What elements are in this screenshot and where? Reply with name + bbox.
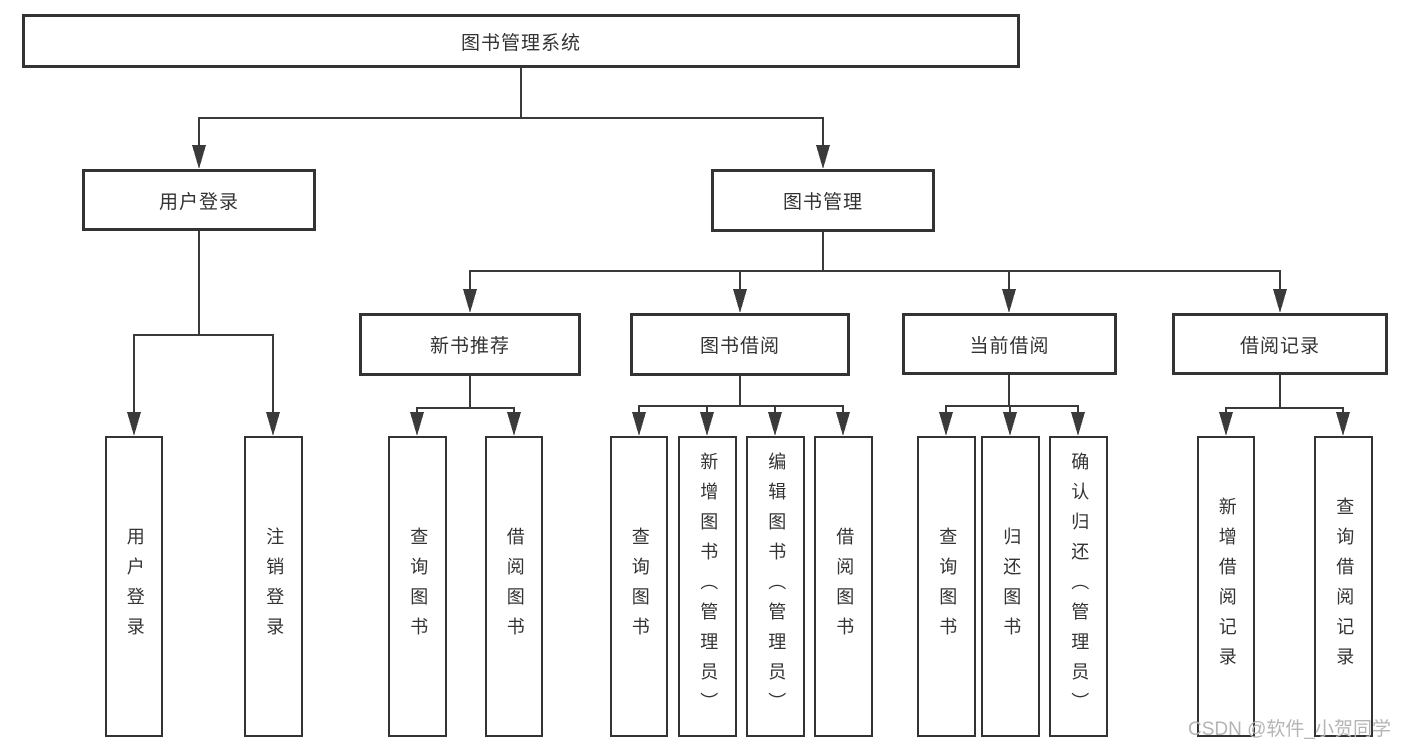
node-book-management: 图书管理 (711, 169, 935, 232)
leaf-newrec-borrow-book: 借阅图书 (485, 436, 543, 737)
leaf-records-add-record: 新增借阅记录 (1197, 436, 1255, 737)
node-current-borrowing: 当前借阅 (902, 313, 1117, 375)
leaf-newrec-query-book: 查询图书 (388, 436, 447, 737)
leaf-borrow-query-book: 查询图书 (610, 436, 668, 737)
leaf-user-login: 用户登录 (105, 436, 163, 737)
node-label: 图书管理 (782, 192, 863, 213)
leaf-label: 新增借阅记录 (1216, 496, 1237, 677)
leaf-label: 查询图书 (408, 526, 429, 647)
leaf-label: 归还图书 (1001, 526, 1022, 647)
leaf-current-query-book: 查询图书 (917, 436, 976, 737)
leaf-label: 查询图书 (937, 526, 958, 647)
leaf-borrow-add-book-admin: 新增图书（管理员） (678, 436, 737, 737)
node-label: 借阅记录 (1239, 335, 1320, 357)
node-label: 当前借阅 (969, 335, 1050, 357)
node-borrowing-records: 借阅记录 (1172, 313, 1388, 375)
leaf-records-query-record: 查询借阅记录 (1314, 436, 1373, 737)
leaf-label: 确认归还（管理员） (1069, 451, 1090, 722)
leaf-label: 查询图书 (629, 526, 650, 647)
leaf-current-confirm-return-admin: 确认归还（管理员） (1049, 436, 1108, 737)
leaf-label: 新增图书（管理员） (698, 451, 719, 722)
leaf-label: 用户登录 (124, 526, 145, 647)
leaf-label: 借阅图书 (504, 526, 525, 647)
node-library-management-system: 图书管理系统 (22, 14, 1020, 68)
node-label: 新书推荐 (429, 336, 510, 357)
leaf-label: 借阅图书 (834, 526, 855, 647)
leaf-label: 编辑图书（管理员） (766, 451, 787, 722)
node-label: 图书管理系统 (460, 32, 581, 54)
leaf-current-return-book: 归还图书 (981, 436, 1040, 737)
leaf-label: 注销登录 (264, 526, 285, 647)
node-label: 图书借阅 (699, 336, 780, 357)
node-new-book-recommendation: 新书推荐 (359, 313, 581, 376)
leaf-label: 查询借阅记录 (1334, 496, 1355, 677)
node-user-login: 用户登录 (82, 169, 316, 231)
leaf-borrow-edit-book-admin: 编辑图书（管理员） (746, 436, 805, 737)
node-label: 用户登录 (158, 191, 239, 213)
leaf-logout: 注销登录 (244, 436, 303, 737)
node-book-borrowing: 图书借阅 (630, 313, 850, 376)
leaf-borrow-borrow-book: 借阅图书 (814, 436, 873, 737)
